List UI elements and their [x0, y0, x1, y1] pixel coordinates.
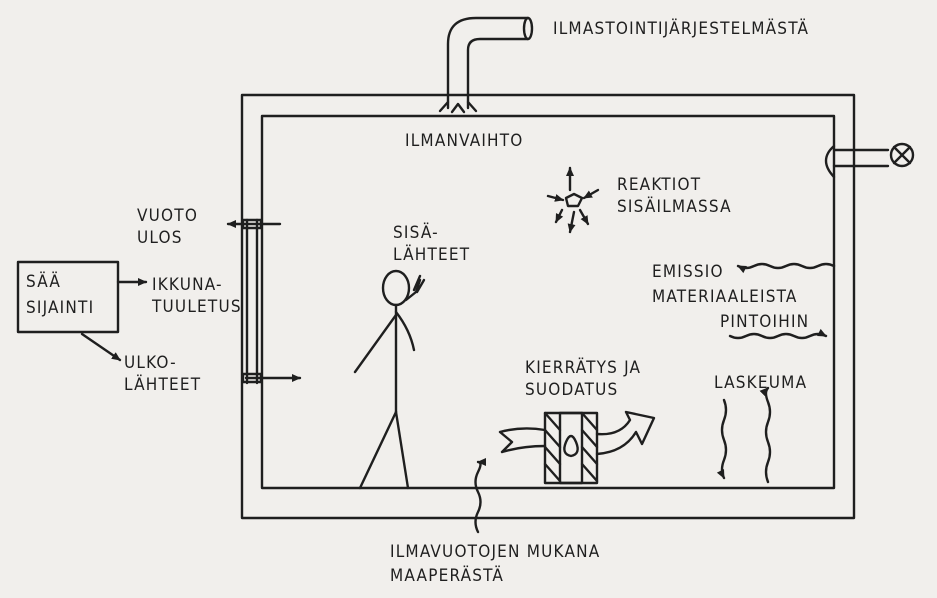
inner-wall [260, 114, 836, 490]
outdoor-sources-arrow-1 [80, 332, 122, 362]
to-surfaces-arrow [728, 328, 828, 340]
air-exchange-label: ILMANVAIHTO [405, 131, 524, 151]
exhaust-fan [824, 142, 915, 179]
window [241, 218, 263, 385]
emission-arrow [736, 262, 836, 274]
window-vent-label: IKKUNA-TUULETUS [152, 275, 242, 317]
deposition-label: LASKEUMA [714, 373, 808, 393]
deposition-down-arrow [716, 398, 728, 480]
reactions-icon [546, 166, 600, 234]
resuspension-up-arrow [759, 386, 772, 484]
outer-wall [240, 93, 856, 520]
indoor-sources-label: SISÄ-LÄHTEET [393, 223, 471, 265]
weather-location-box [16, 260, 120, 334]
ground-infiltration-arrow [474, 458, 487, 534]
supply-duct [438, 16, 534, 114]
ventilation-source-label: ILMASTOINTIJÄRJESTELMÄSTÄ [553, 19, 810, 39]
person-figure [353, 269, 426, 490]
outdoor-sources-label: ULKO-LÄHTEET [124, 353, 202, 395]
filter-unit [498, 410, 656, 485]
